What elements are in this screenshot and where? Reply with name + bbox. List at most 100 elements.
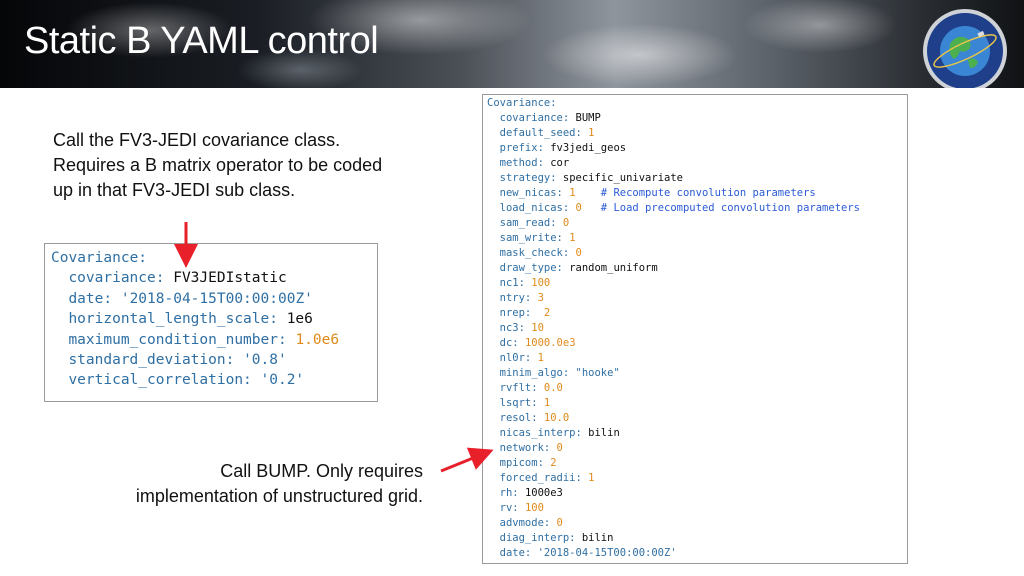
code-line: vertical_correlation: '0.2': [51, 370, 371, 390]
code-key: covariance:: [68, 270, 165, 287]
code-value: 2: [550, 457, 557, 469]
code-value: 3: [537, 292, 544, 304]
code-line: rv: 100: [487, 501, 903, 516]
code-key: covariance:: [499, 112, 570, 124]
code-line: forced_radii: 1: [487, 471, 903, 486]
code-value: '0.8': [243, 352, 287, 369]
code-value: bilin: [588, 427, 620, 439]
code-value: '2018-04-15T00:00:00Z': [537, 547, 677, 559]
code-key: rh:: [499, 487, 519, 499]
code-root-key: Covariance:: [51, 250, 148, 266]
code-value: "hooke": [575, 367, 620, 379]
code-key: vertical_correlation:: [68, 372, 252, 389]
code-line: strategy: specific_univariate: [487, 171, 903, 186]
code-value: random_uniform: [569, 262, 658, 274]
code-key: nrep:: [499, 307, 532, 319]
code-value: specific_univariate: [562, 172, 683, 184]
code-value: bilin: [581, 532, 614, 544]
code-value: 1.0e6: [295, 331, 340, 348]
code-value: 1: [588, 127, 595, 139]
code-key: mpicom:: [499, 457, 544, 469]
code-key: nc3:: [499, 322, 525, 334]
code-key: minim_algo:: [499, 367, 570, 379]
code-line: nc1: 100: [487, 276, 903, 291]
code-key: maximum_condition_number:: [68, 331, 287, 348]
code-value: 0: [575, 202, 582, 214]
code-line: resol: 10.0: [487, 411, 903, 426]
code-key: sam_read:: [499, 217, 557, 229]
code-line: covariance: FV3JEDIstatic: [51, 268, 371, 288]
code-value: 0: [556, 442, 563, 454]
code-value: 1: [569, 187, 576, 199]
code-key: advmode:: [499, 517, 551, 529]
code-line: default_seed: 1: [487, 126, 903, 141]
code-key: default_seed:: [499, 127, 582, 139]
code-key: dc:: [499, 337, 519, 349]
code-value: 0: [556, 517, 563, 529]
code-value: '0.2': [260, 372, 305, 389]
code-key: diag_interp:: [499, 532, 576, 544]
code-line: prefix: fv3jedi_geos: [487, 141, 903, 156]
code-key: prefix:: [499, 142, 544, 154]
code-key: draw_type:: [499, 262, 563, 274]
code-value: FV3JEDIstatic: [173, 270, 287, 287]
code-line: load_nicas: 0 # Load precomputed convolu…: [487, 201, 903, 216]
code-key: nicas_interp:: [499, 427, 582, 439]
code-value: 1000.0e3: [524, 337, 576, 349]
code-value: 1: [543, 397, 551, 409]
code-line: sam_read: 0: [487, 216, 903, 231]
code-value: 10.0: [543, 412, 570, 424]
code-value: 1: [569, 232, 576, 244]
code-key: ntry:: [499, 292, 532, 304]
bump-description-first: Call the FV3-JEDI covariance class. Requ…: [53, 128, 382, 203]
code-key: forced_radii:: [499, 472, 582, 484]
code-comment: # Recompute convolution parameters: [575, 187, 816, 199]
code-key: standard_deviation:: [68, 352, 235, 369]
code-line: nrep: 2: [487, 306, 903, 321]
code-value: 10: [531, 322, 544, 334]
code-key: rvflt:: [499, 382, 538, 394]
description-line: implementation of unstructured grid.: [135, 486, 423, 506]
code-line: lsqrt: 1: [487, 396, 903, 411]
code-value: 0: [562, 217, 570, 229]
code-line: sam_write: 1: [487, 231, 903, 246]
code-line: maximum_condition_number: 1.0e6: [51, 330, 371, 350]
code-line: mpicom: 2: [487, 456, 903, 471]
code-line: draw_type: random_uniform: [487, 261, 903, 276]
code-line: nc3: 10: [487, 321, 903, 336]
code-key: strategy:: [499, 172, 557, 184]
description-line: up in that FV3-JEDI sub class.: [53, 180, 296, 200]
code-value: '2018-04-15T00:00:00Z': [120, 290, 313, 307]
code-value: 100: [531, 277, 551, 289]
code-key: sam_write:: [499, 232, 563, 244]
code-value: 100: [524, 502, 544, 514]
code-key: resol:: [499, 412, 538, 424]
code-line: nl0r: 1: [487, 351, 903, 366]
code-value: 2: [537, 307, 551, 319]
code-line: network: 0: [487, 441, 903, 456]
bump-description-second: Call BUMP. Only requires implementation …: [98, 459, 423, 509]
code-comment: # Load precomputed convolution parameter…: [581, 202, 860, 214]
code-line: rh: 1000e3: [487, 486, 903, 501]
code-line: rvflt: 0.0: [487, 381, 903, 396]
jcsda-globe-logo-icon: [923, 9, 1007, 88]
code-value: 0: [575, 247, 582, 259]
code-key: load_nicas:: [499, 202, 570, 214]
description-line: Call BUMP. Only requires: [220, 461, 423, 481]
code-line: advmode: 0: [487, 516, 903, 531]
code-key: method:: [499, 157, 544, 169]
code-root-key: Covariance:: [487, 97, 557, 109]
code-key: date:: [499, 547, 532, 559]
code-line: minim_algo: "hooke": [487, 366, 903, 381]
code-key: new_nicas:: [499, 187, 563, 199]
code-key: nc1:: [499, 277, 525, 289]
code-line: ntry: 3: [487, 291, 903, 306]
code-line: horizontal_length_scale: 1e6: [51, 309, 371, 329]
header-banner: Static B YAML control: [0, 0, 1024, 88]
code-value: 1: [588, 472, 595, 484]
code-line: dc: 1000.0e3: [487, 336, 903, 351]
code-line: standard_deviation: '0.8': [51, 350, 371, 370]
code-key: rv:: [499, 502, 519, 514]
code-line: date: '2018-04-15T00:00:00Z': [487, 546, 903, 561]
